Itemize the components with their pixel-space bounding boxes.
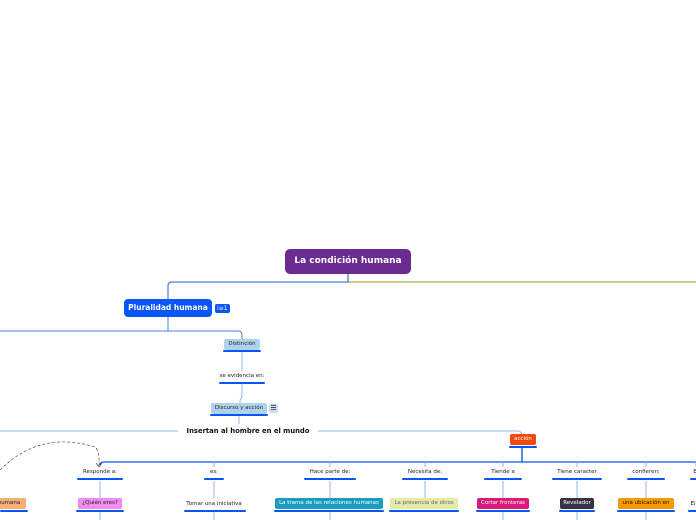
connector-se-evidencia[interactable]: se evidencia en:: [219, 373, 265, 379]
topic-discurso-accion[interactable]: Discurso y acción: [211, 403, 267, 414]
connector-responde[interactable]: Responde a:: [82, 469, 117, 475]
topic-underline: [210, 414, 268, 416]
main-topic-pluralidad[interactable]: Pluralidad humana: [124, 299, 212, 317]
root-topic[interactable]: La condición humana: [285, 249, 411, 274]
topic-presencia-otros[interactable]: La presencia de otros: [390, 498, 458, 509]
connector-confieren[interactable]: confieren:: [632, 469, 660, 475]
topic-underline: [476, 510, 530, 512]
topic-revelador[interactable]: Revelador: [560, 498, 594, 509]
topic-distincion[interactable]: Distinción: [224, 339, 260, 350]
topic-underline: [690, 478, 696, 480]
topic-underline: [484, 478, 522, 480]
topic-underline: [304, 478, 356, 480]
topic-underline: [402, 478, 448, 480]
topic-underline: [627, 478, 665, 480]
topic-underline: [219, 382, 265, 384]
topic-underline: [389, 510, 459, 512]
connector-tiene-caracter[interactable]: Tiene caracter: [557, 469, 597, 475]
notes-badge[interactable]: i≡1: [215, 304, 230, 313]
connector-tiende[interactable]: Tiende a: [491, 469, 515, 475]
topic-underline: [76, 510, 124, 512]
topic-partial-right[interactable]: El: [690, 501, 696, 507]
topic-underline: [688, 510, 696, 512]
topic-underline: [552, 478, 602, 480]
topic-humana-partial[interactable]: humana: [0, 498, 26, 509]
connector-es[interactable]: es:: [209, 469, 219, 475]
topic-insertan[interactable]: Insertan al hombre en el mundo: [186, 427, 310, 435]
topic-underline: [77, 478, 123, 480]
topic-underline: [204, 478, 224, 480]
topic-tomar-iniciativa[interactable]: Tomar una iniciativa: [186, 501, 242, 507]
topic-underline: [617, 510, 675, 512]
topic-underline: [509, 446, 537, 448]
topic-underline: [223, 350, 261, 352]
connector-necesita[interactable]: Necesita de:: [407, 469, 443, 475]
topic-underline: [559, 510, 595, 512]
topic-underline: [274, 510, 384, 512]
topic-underline: [184, 510, 246, 512]
topic-trama-relaciones[interactable]: La trama de las relaciones humanas: [275, 498, 383, 509]
connector-partial[interactable]: E: [693, 469, 696, 475]
topic-underline: [0, 510, 28, 512]
topic-ubicacion[interactable]: una ubicación en: [618, 498, 674, 509]
list-icon[interactable]: ☰: [269, 404, 278, 413]
topic-cortar-fronteras[interactable]: Cortar fronteras: [477, 498, 529, 509]
topic-quien-eres[interactable]: ¿Quién eres?: [78, 498, 122, 509]
topic-accion[interactable]: acción: [510, 434, 536, 445]
connector-hace-parte[interactable]: Hace parte de:: [309, 469, 351, 475]
